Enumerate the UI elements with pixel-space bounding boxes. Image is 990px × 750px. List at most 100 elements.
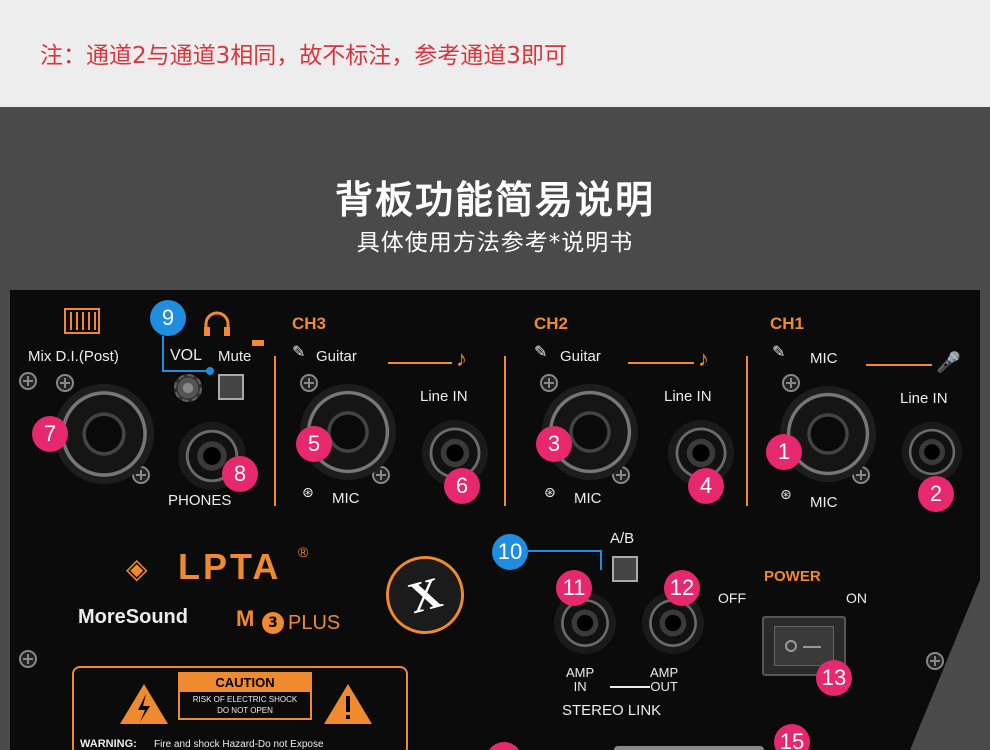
ch1-mic-label: MIC — [810, 494, 838, 511]
badge-2: 2 — [918, 476, 954, 512]
model-number-badge: 3 — [262, 612, 284, 634]
x-logo: X — [377, 547, 473, 643]
warning-icon — [120, 684, 168, 724]
ch3-label: CH3 — [292, 314, 327, 333]
mute-button[interactable] — [218, 374, 244, 400]
ch2-guitar-label: Guitar — [560, 348, 601, 365]
risk-text-line-2: DO NOT OPEN — [217, 706, 273, 715]
badge-9: 9 — [150, 300, 186, 336]
guitar-icon: ♪ — [456, 346, 467, 371]
xlr-icon: ⊛ — [302, 484, 314, 500]
screw-icon — [540, 374, 558, 392]
ch1-label: CH1 — [770, 314, 805, 333]
amp-in-label: AMP IN — [566, 665, 595, 694]
divider — [746, 356, 748, 506]
moresound-label: MoreSound — [78, 606, 188, 628]
caution-panel: CAUTION RISK OF ELECTRIC SHOCK DO NOT OP… — [178, 672, 312, 720]
power-off-symbol-icon — [785, 640, 797, 652]
volume-knob[interactable] — [174, 374, 202, 402]
screw-icon — [19, 650, 37, 668]
badge-8: 8 — [222, 456, 258, 492]
power-off-label: OFF — [718, 590, 746, 606]
mix-di-label: Mix D.I.(Post) — [28, 348, 119, 365]
badge-3: 3 — [536, 426, 572, 462]
screw-icon — [19, 372, 37, 390]
risk-text-line-1: RISK OF ELECTRIC SHOCK — [192, 695, 298, 704]
xlr-icon: ⊛ — [780, 486, 792, 502]
badge-12: 12 — [664, 570, 700, 606]
ch2-line-in-label: Line IN — [664, 388, 712, 405]
ch1-combo-input[interactable] — [780, 386, 876, 482]
model-m: M — [236, 606, 255, 631]
badge-6: 6 — [444, 468, 480, 504]
caution-title: CAUTION — [180, 674, 310, 692]
badge-4: 4 — [688, 468, 724, 504]
brand-name: LPTA — [178, 546, 282, 587]
mix-di-xlr-output[interactable] — [54, 384, 154, 484]
xlr-icon: ⊛ — [544, 484, 556, 500]
note-text: 注：通道2与通道3相同，故不标注，参考通道3即可 — [40, 43, 567, 69]
badge-11: 11 — [556, 570, 592, 606]
page-title: 背板功能简易说明 — [334, 178, 655, 222]
screw-icon — [926, 652, 944, 670]
caution-label: CAUTION RISK OF ELECTRIC SHOCK DO NOT OP… — [72, 666, 408, 750]
page-subtitle: 具体使用方法参考*说明书 — [356, 230, 634, 256]
guitar-cable-icon: ✎ — [534, 344, 548, 361]
guitar-leader — [388, 362, 452, 364]
badge-1: 1 — [766, 434, 802, 470]
warning-title: WARNING: — [80, 738, 137, 750]
panel-corner — [910, 580, 980, 750]
stereo-link-label: STEREO LINK — [562, 702, 662, 719]
mixer-icon — [64, 308, 100, 334]
model-plus: PLUS — [288, 612, 341, 634]
badge-10: 10 — [492, 534, 528, 570]
power-on-label: ON — [846, 590, 867, 606]
screw-icon — [782, 374, 800, 392]
amp-out-label: AMP OUT — [650, 665, 679, 694]
screw-icon — [300, 374, 318, 392]
ch3-line-in-label: Line IN — [420, 388, 468, 405]
badge-9-leader — [162, 336, 164, 372]
vol-label: VOL — [170, 347, 203, 364]
bottom-plate — [614, 746, 764, 750]
guitar-cable-icon: ✎ — [292, 344, 306, 361]
ch1-line-in-label: Line IN — [900, 390, 948, 407]
warning-text: Fire and shock Hazard-Do not Expose — [154, 739, 324, 750]
badge-10-leader — [600, 550, 602, 570]
divider — [274, 356, 276, 506]
badge-14: 14 — [486, 742, 522, 750]
ch1-line-in-jack[interactable] — [902, 422, 962, 482]
ch3-guitar-label: Guitar — [316, 348, 357, 365]
badge-5: 5 — [296, 426, 332, 462]
guitar-icon: ♪ — [698, 346, 709, 371]
mic-leader — [866, 364, 932, 366]
ch3-mic-label: MIC — [332, 490, 360, 507]
badge-7: 7 — [32, 416, 68, 452]
note-bar: 注：通道2与通道3相同，故不标注，参考通道3即可 — [0, 0, 990, 107]
ab-button[interactable] — [612, 556, 638, 582]
xlr-pins-icon — [92, 424, 116, 446]
screw-icon — [56, 374, 74, 392]
stereo-link-bracket — [610, 686, 650, 688]
leader-dot — [206, 367, 214, 375]
divider — [504, 356, 506, 506]
power-label: POWER — [764, 568, 821, 585]
badge-10-leader — [528, 550, 602, 552]
registered-mark: ® — [298, 544, 309, 560]
mute-label: Mute — [218, 348, 252, 365]
headphones-icon — [204, 311, 230, 336]
badge-13: 13 — [816, 660, 852, 696]
rear-panel: Mix D.I.(Post) 7 9 VOL Mute 8 PHONES CH3… — [10, 290, 980, 750]
microphone-icon: 🎤 — [936, 352, 961, 374]
badge-9-leader — [162, 370, 210, 372]
power-on-symbol-icon — [803, 646, 821, 648]
mic-cable-icon: ✎ — [772, 344, 786, 361]
badge-15: 15 — [774, 724, 810, 750]
guitar-leader — [628, 362, 694, 364]
ch2-mic-label: MIC — [574, 490, 602, 507]
ab-label: A/B — [610, 530, 635, 547]
ch2-label: CH2 — [534, 314, 569, 333]
lpta-logo-icon: ◈ — [126, 553, 148, 584]
power-rocker — [774, 626, 834, 666]
mute-indicator-icon — [252, 340, 264, 346]
